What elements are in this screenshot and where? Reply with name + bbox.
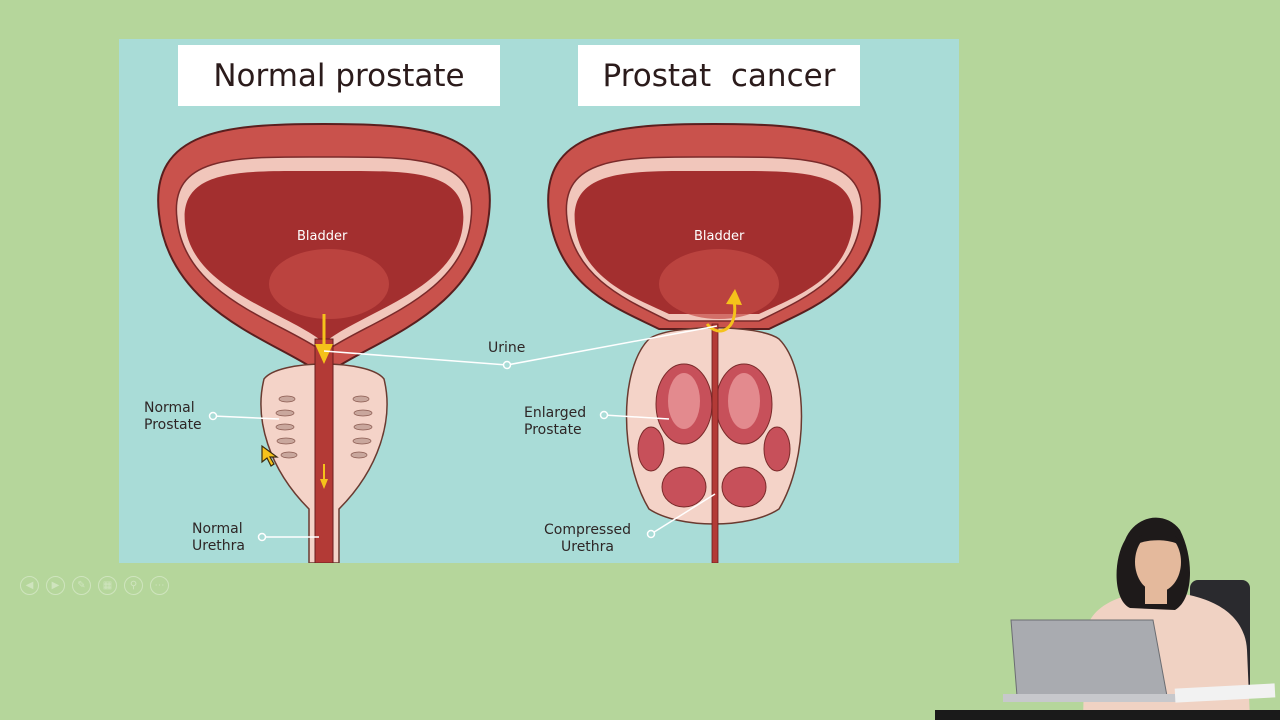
label-compressed-urethra-line1: Compressed [544,522,632,538]
title-normal-prostate: Normal prostate [178,45,500,106]
grid-icon[interactable]: ▦ [98,576,117,595]
label-normal-prostate-line1: Normal [144,400,195,416]
label-normal-prostate-line2: Prostate [144,417,202,433]
label-compressed-urethra: Compressed Urethra [544,522,631,556]
label-bladder-right: Bladder [694,229,745,244]
pen-icon[interactable]: ✎ [72,576,91,595]
more-icon[interactable]: ⋯ [150,576,169,595]
mouse-cursor-icon [261,444,279,467]
presenter-webcam-video [935,517,1280,720]
label-enlarged-prostate: Enlarged Prostate [524,405,586,439]
next-icon[interactable]: ▶ [46,576,65,595]
label-enlarged-prostate-line1: Enlarged [524,405,587,421]
label-urine: Urine [488,340,526,356]
label-bladder-left: Bladder [297,229,348,244]
slide-image: Normal prostate Prostat cancer Bladder B… [119,39,959,563]
zoom-icon[interactable]: ⚲ [124,576,143,595]
label-normal-urethra: Normal Urethra [192,521,245,555]
slide-player-controls[interactable]: ◀ ▶ ✎ ▦ ⚲ ⋯ [20,576,169,596]
right-cancer-prostate-drawing [547,122,881,563]
left-normal-prostate-drawing [157,122,491,563]
previous-icon[interactable]: ◀ [20,576,39,595]
anatomy-illustration [157,122,881,563]
label-normal-prostate: Normal Prostate [144,400,202,434]
label-leader-lines [208,325,718,542]
title-prostate-cancer: Prostat cancer [578,45,860,106]
label-enlarged-prostate-line2: Prostate [524,422,582,438]
label-compressed-urethra-line2: Urethra [561,539,615,555]
label-normal-urethra-line1: Normal [192,521,243,537]
label-normal-urethra-line2: Urethra [192,538,246,554]
